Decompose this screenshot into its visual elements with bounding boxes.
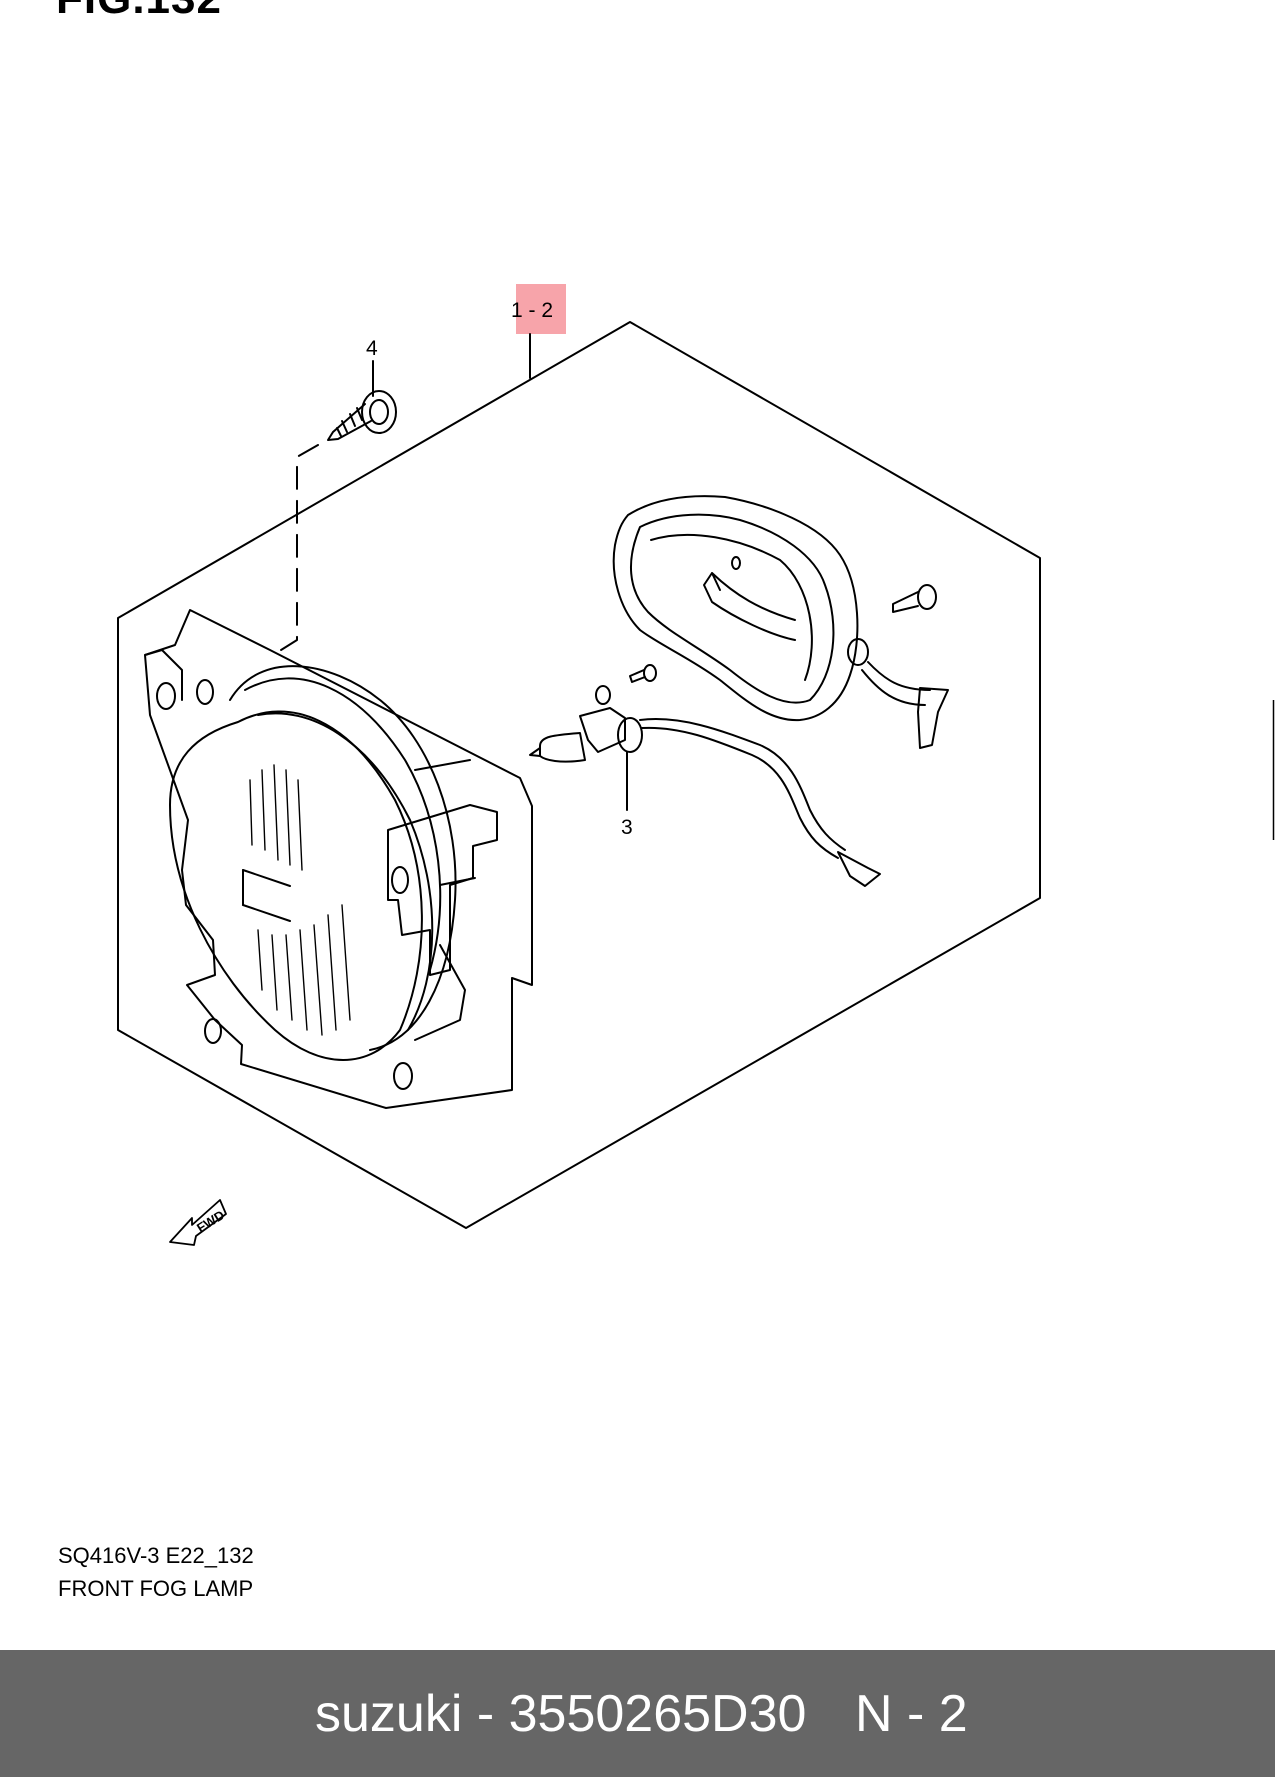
bulb-screw-icon [629,664,657,683]
screw-guide-line [280,444,319,651]
edge-mark [1272,700,1275,840]
quantity-label: N - 2 [855,1685,968,1743]
rear-cover [612,495,949,749]
callout-screw[interactable]: 4 [366,337,378,360]
part-info-bar: suzuki - 3550265D30 N - 2 [0,1650,1275,1777]
fwd-arrow-icon [169,1199,227,1246]
callout-assembly[interactable]: 1 - 2 [511,299,554,322]
brand-part-number: suzuki - 3550265D30 [315,1685,807,1743]
fog-lamp-lens [169,710,434,1061]
side-clip [387,804,498,976]
assembly-frame [117,321,1041,1229]
bulb-3-icon [529,685,881,887]
diagram-name: FRONT FOG LAMP [58,1576,254,1601]
callout-highlight[interactable] [516,284,566,334]
screw-4-icon [327,390,397,441]
callout-bulb[interactable]: 3 [621,816,633,839]
diagram-code: SQ416V-3 E22_132 [58,1543,254,1568]
figure-title: FIG.132 [56,0,222,24]
rear-cover-screw-icon [892,584,937,613]
